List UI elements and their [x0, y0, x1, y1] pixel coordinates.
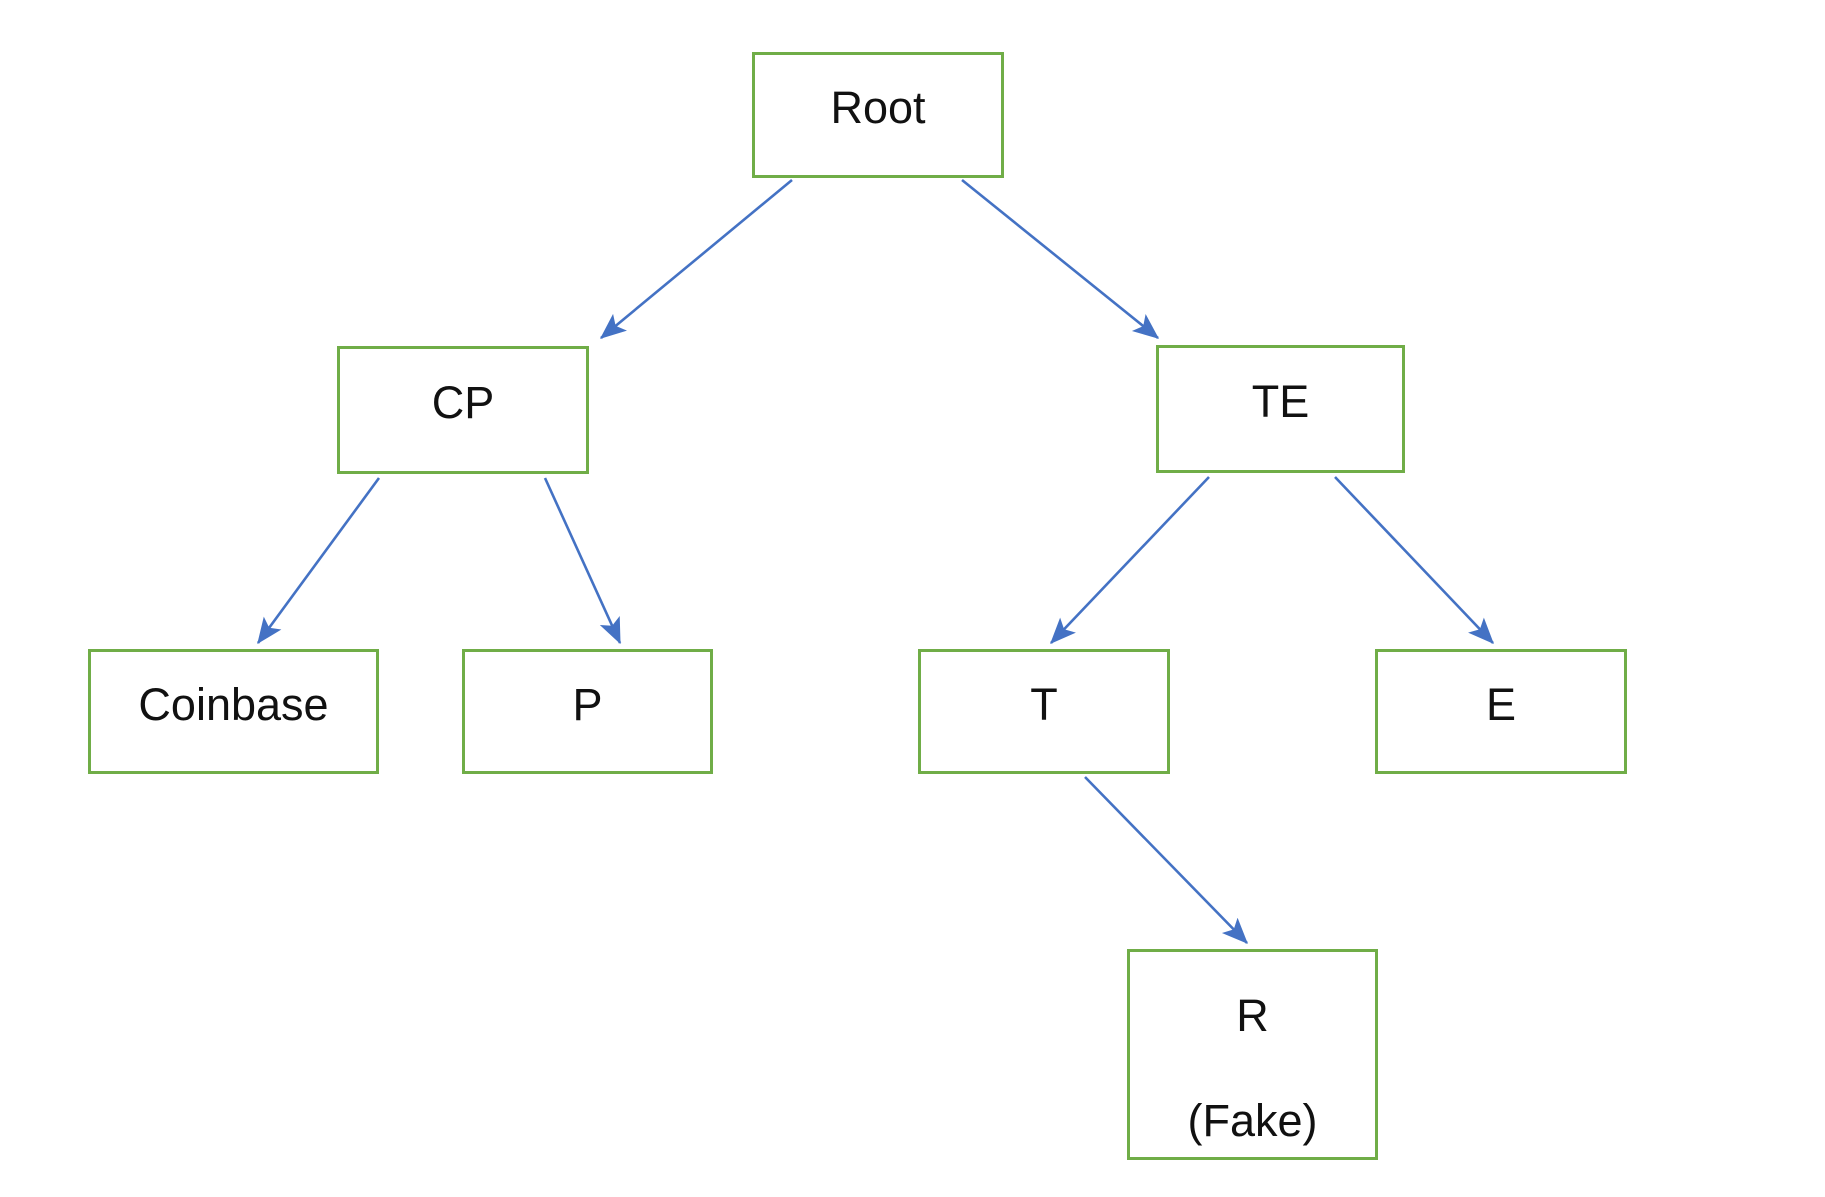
node-r-sublabel: (Fake): [1187, 1094, 1318, 1146]
node-t: T: [918, 649, 1170, 774]
edge-te-t: [1050, 476, 1210, 644]
edge-t-r: [1084, 776, 1248, 944]
edge-root-te: [961, 178, 1160, 340]
node-e: E: [1375, 649, 1627, 774]
node-root: Root: [752, 52, 1004, 178]
edge-cp-coinbase: [256, 477, 381, 645]
node-te: TE: [1156, 345, 1405, 473]
node-cp-label: CP: [431, 377, 495, 429]
node-e-label: E: [1485, 678, 1516, 730]
node-t-label: T: [1030, 678, 1058, 730]
node-root-label: Root: [830, 82, 926, 134]
node-r-fake: R (Fake): [1127, 949, 1378, 1160]
node-p: P: [462, 649, 713, 774]
node-coinbase: Coinbase: [88, 649, 379, 774]
node-coinbase-label: Coinbase: [138, 678, 329, 730]
node-te-label: TE: [1251, 376, 1310, 428]
node-p-label: P: [572, 678, 603, 730]
edge-cp-p: [543, 477, 622, 645]
edge-te-e: [1334, 476, 1494, 644]
edge-root-cp: [599, 178, 793, 340]
node-cp: CP: [337, 346, 589, 474]
node-r-label: R: [1236, 989, 1269, 1041]
